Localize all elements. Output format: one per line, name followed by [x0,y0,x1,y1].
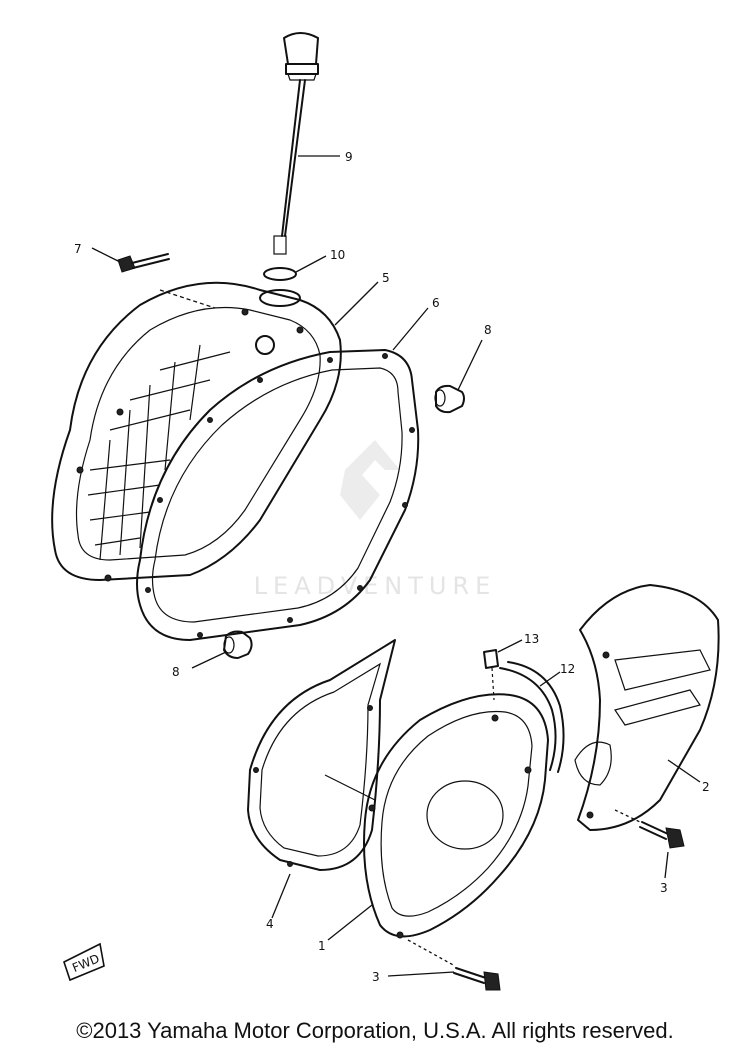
part-crankcase-cover [51,281,342,582]
callout-label-3-right: 3 [660,881,668,895]
callout-2: 2 [667,759,710,794]
callout-8-upper: 8 [457,323,492,391]
part-bolt-top [117,253,170,273]
callout-label-4: 4 [266,917,274,931]
part-bolt-right [639,821,685,849]
callout-label-3-bottom: 3 [372,970,380,984]
callout-label-13: 13 [524,632,539,646]
callout-9: 9 [298,150,353,164]
copyright-notice: ©2013 Yamaha Motor Corporation, U.S.A. A… [76,1018,674,1043]
callout-4: 4 [266,873,291,931]
callout-1: 1 [318,904,373,953]
callout-label-1: 1 [318,939,326,953]
callout-label-7: 7 [74,242,82,256]
watermark: LEADVENTURE [254,440,497,600]
part-bolt-bottom [453,967,501,991]
part-dowel-pin-upper [434,384,465,414]
callout-13: 13 [497,632,539,653]
part-o-ring [263,267,297,281]
part-magneto-cover [363,693,549,939]
part-cover-gasket [247,639,396,871]
callout-label-6: 6 [432,296,440,310]
callout-label-12: 12 [560,662,575,676]
fwd-arrow-icon [63,942,105,982]
callout-10: 10 [295,248,345,273]
callout-8-lower: 8 [172,651,227,679]
part-sprocket-cover [574,584,720,831]
part-dipstick [273,32,319,255]
fwd-direction-tag: FWD [63,942,105,982]
watermark-text: LEADVENTURE [254,572,497,600]
part-breather-fitting [483,649,499,701]
callout-7: 7 [74,242,216,309]
callout-label-9: 9 [345,150,353,164]
callout-label-8-upper: 8 [484,323,492,337]
callout-12: 12 [539,662,575,687]
callout-label-10: 10 [330,248,345,262]
callout-3-bottom: 3 [372,939,456,984]
part-gasket [136,349,420,641]
part-breather-hose [499,661,565,773]
watermark-logo-icon [340,440,400,520]
callout-label-5: 5 [382,271,390,285]
callout-label-2: 2 [702,780,710,794]
callout-label-8-lower: 8 [172,665,180,679]
callout-3-right: 3 [614,809,669,895]
part-dowel-pin-lower [223,630,253,659]
callout-6: 6 [392,296,440,351]
callout-5: 5 [334,271,390,326]
